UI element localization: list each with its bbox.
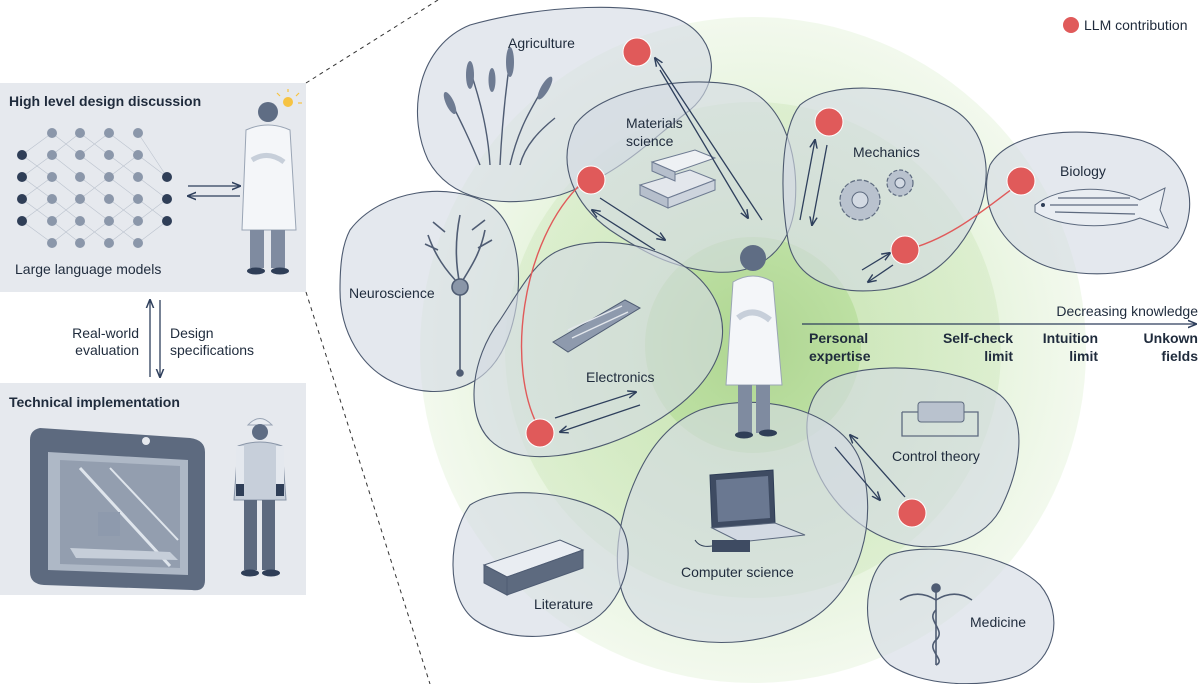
level-intuition-line2: limit	[1069, 348, 1098, 364]
electronics-blob	[473, 241, 724, 458]
label-neuroscience: Neuroscience	[349, 285, 435, 301]
label-agriculture: Agriculture	[508, 35, 575, 51]
llm-dot-biology	[1006, 166, 1036, 196]
knowledge-axis-title: Decreasing knowledge	[1056, 303, 1198, 319]
laptop-icon	[694, 469, 806, 552]
label-mechanics: Mechanics	[853, 144, 920, 160]
level-selfcheck-line1: Self-check	[943, 330, 1013, 346]
llm-dot-mechanics	[814, 107, 844, 137]
gears-icon	[839, 169, 914, 221]
label-computer-science: Computer science	[681, 564, 794, 580]
zoom-line-top	[305, 0, 439, 84]
caduceus-icon	[899, 583, 973, 666]
level-expertise-line1: Personal	[809, 330, 868, 346]
specifications-label-line1: Design	[170, 325, 214, 341]
level-selfcheck-line2: limit	[984, 348, 1013, 364]
scientist-figure-icon	[241, 89, 302, 275]
llm-dot-control-theory	[897, 498, 927, 528]
evaluation-label-line1: Real-world	[72, 325, 139, 341]
evaluation-label-line2: evaluation	[75, 342, 139, 358]
level-intuition-line1: Intuition	[1043, 330, 1098, 346]
legend-label: LLM contribution	[1084, 17, 1188, 33]
central-scientist-icon	[725, 245, 783, 439]
label-medicine: Medicine	[970, 614, 1026, 630]
left-panel: High level design discussion	[0, 0, 439, 684]
level-unknown-line1: Unkown	[1144, 330, 1198, 346]
neural-network-icon	[17, 128, 172, 248]
technical-implementation-title: Technical implementation	[9, 394, 180, 410]
llm-link-mechanics-biology	[904, 182, 1021, 251]
llm-dot-mechanics-lower	[890, 235, 920, 265]
llm-contribution-dots	[525, 37, 1036, 528]
control-block-icon	[901, 401, 979, 437]
llm-dot-electronics	[525, 418, 555, 448]
label-materials-line2: science	[626, 133, 674, 149]
field-labels: Agriculture Materials science Mechanics …	[349, 35, 1106, 630]
level-expertise-line2: expertise	[809, 348, 871, 364]
label-biology: Biology	[1060, 163, 1106, 179]
llm-dot-materials	[576, 165, 606, 195]
book-icon	[482, 539, 585, 596]
legend-dot	[1063, 17, 1079, 33]
llm-dot-agriculture	[622, 37, 652, 67]
neuron-icon	[424, 214, 493, 377]
engineer-figure-icon	[233, 418, 287, 577]
specifications-label-line2: specifications	[170, 342, 254, 358]
3d-printer-icon	[30, 428, 205, 591]
level-unknown-line2: fields	[1161, 348, 1198, 364]
llm-label: Large language models	[15, 261, 161, 277]
wheat-icon	[443, 47, 556, 166]
llm-link-materials-electronics	[520, 181, 584, 431]
zebrafish-icon	[1034, 187, 1169, 229]
label-control-theory: Control theory	[892, 448, 980, 464]
medicine-blob	[866, 548, 1055, 684]
legend: LLM contribution	[1063, 17, 1188, 33]
knowledge-axis: Decreasing knowledge Personal expertise …	[802, 303, 1198, 364]
design-discussion-title: High level design discussion	[9, 93, 201, 109]
metal-bars-icon	[638, 149, 717, 209]
circuit-board-icon	[552, 299, 642, 353]
label-materials-line1: Materials	[626, 115, 683, 131]
label-literature: Literature	[534, 596, 593, 612]
label-electronics: Electronics	[586, 369, 654, 385]
flow-arrows	[554, 58, 906, 500]
